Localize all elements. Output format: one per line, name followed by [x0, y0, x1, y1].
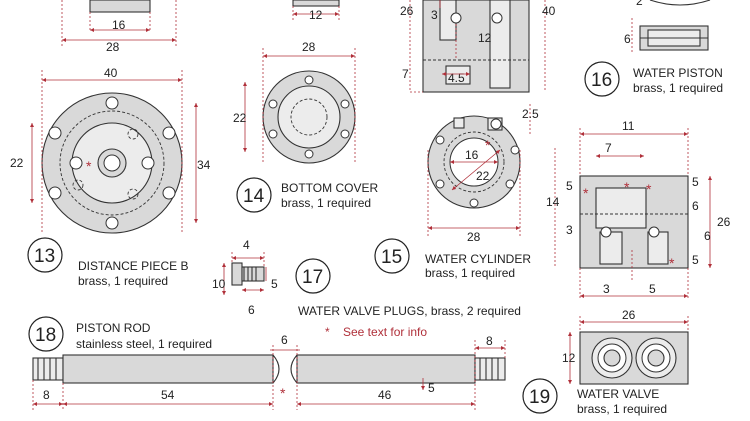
part-number-18	[28, 316, 64, 352]
dim-6a-19: 6	[692, 199, 699, 213]
dim-46-18: 46	[378, 388, 392, 402]
part-number-14-label: 14	[243, 186, 265, 207]
part-13-name: DISTANCE PIECE B	[78, 259, 188, 273]
part-number-15	[374, 238, 410, 274]
top-left-part: 16 28	[61, 0, 177, 54]
dim-4-5: 4.5	[448, 71, 465, 85]
part-18-spec: stainless steel, 1 required	[76, 337, 212, 351]
part-15-water-cylinder: 2.5 16 22 28 * 15 WATER CYLINDER brass, …	[374, 104, 539, 280]
dim-28-15: 28	[467, 230, 481, 244]
part-number-16-label: 16	[591, 70, 612, 91]
star-note-19d: *	[624, 179, 630, 195]
dim-22-14: 22	[233, 111, 247, 125]
dim-7-19: 7	[605, 141, 612, 155]
dim-40-13: 40	[104, 66, 118, 80]
dim-28: 28	[106, 40, 120, 54]
star-note: * See text for info	[325, 325, 427, 339]
star-note-19c: *	[669, 255, 675, 271]
part-18-piston-rod: 6 8 8 54 46 5 * 18 PISTON ROD stainless …	[28, 316, 506, 410]
part-18-name: PISTON ROD	[76, 321, 151, 335]
part-17-water-valve-plugs: 4 10 5 6 17 WATER VALVE PLUGS, brass, 2 …	[212, 238, 521, 318]
dim-12-19: 12	[562, 351, 576, 365]
star-note-15: *	[485, 137, 491, 153]
dim-8b-18: 8	[43, 388, 50, 402]
part-number-15-label: 15	[381, 247, 402, 268]
top-middle-part: 12	[292, 0, 340, 22]
note-star: *	[325, 325, 330, 339]
dim-8a-18: 8	[486, 334, 493, 348]
dim-22-13: 22	[10, 156, 24, 170]
dim-12: 12	[309, 8, 323, 22]
dim-40: 40	[542, 4, 556, 18]
dim-2: 2	[636, 0, 643, 8]
dim-5-18: 5	[428, 381, 435, 395]
part-15-name: WATER CYLINDER	[425, 252, 531, 266]
dim-10-17: 10	[212, 277, 226, 291]
part-number-16	[584, 61, 620, 97]
part-19-spec: brass, 1 required	[577, 402, 667, 416]
part-13-distance-piece-b: 40 22 34 * 13 DISTANCE PIECE B brass, 1 …	[10, 66, 211, 288]
part-number-13	[27, 237, 63, 273]
dim-4-17: 4	[243, 238, 250, 252]
dim-5c-19: 5	[692, 253, 699, 267]
part-14-name: BOTTOM COVER	[281, 181, 378, 195]
part-13-spec: brass, 1 required	[78, 274, 168, 288]
star-note-19a: *	[583, 185, 589, 201]
part-16-spec: brass, 1 required	[633, 81, 723, 95]
part-19-water-valve-top: 26 12 19 WATER VALVE brass, 1 required	[522, 308, 689, 416]
star-note-18: *	[280, 385, 286, 401]
part-number-19-label: 19	[529, 387, 550, 408]
dim-14-19: 14	[546, 195, 560, 209]
dim-34-13: 34	[197, 158, 211, 172]
dim-3a-19: 3	[566, 223, 573, 237]
note-text: See text for info	[343, 325, 427, 339]
dim-3b-19: 3	[603, 282, 610, 296]
part-number-17	[295, 258, 331, 294]
dim-6-17: 6	[248, 303, 255, 317]
part-number-19	[522, 378, 558, 414]
dim-5-17: 5	[271, 277, 278, 291]
part-number-14	[236, 177, 272, 213]
part-14-spec: brass, 1 required	[281, 196, 371, 210]
star-note-19b: *	[646, 181, 652, 197]
dim-5a-19: 5	[566, 179, 573, 193]
part-15-spec: brass, 1 required	[425, 266, 515, 280]
part-number-18-label: 18	[35, 325, 56, 346]
part-16-name: WATER PISTON	[633, 66, 723, 80]
part-19-water-valve-side: 11 7 5 14 3 5 6 26 6 5 3 5 * * * *	[546, 119, 731, 300]
star-note-13: *	[86, 158, 92, 174]
dim-6b-19: 6	[704, 229, 711, 243]
part-14-bottom-cover: 28 22 14 BOTTOM COVER brass, 1 required	[233, 40, 378, 213]
dim-12-cyl: 12	[478, 31, 492, 45]
dim-16: 16	[112, 18, 126, 32]
part-17-spec: WATER VALVE PLUGS, brass, 2 required	[298, 304, 521, 318]
part-number-13-label: 13	[34, 246, 55, 267]
dim-26-19: 26	[717, 215, 731, 229]
dim-26: 26	[400, 4, 414, 18]
dim-6-18: 6	[281, 333, 288, 347]
dim-28-14: 28	[302, 40, 316, 54]
dim-2-5: 2.5	[522, 107, 539, 121]
dim-7: 7	[402, 67, 409, 81]
dim-22-15: 22	[476, 169, 490, 183]
dim-16-15: 16	[465, 148, 479, 162]
dim-5b-19: 5	[692, 175, 699, 189]
dim-11-19: 11	[622, 119, 635, 133]
part-19-name: WATER VALVE	[577, 387, 659, 401]
top-piston-part: 6 2 16 WATER PISTON brass, 1 required	[584, 0, 723, 97]
dim-5d-19: 5	[649, 282, 656, 296]
dim-26b-19: 26	[622, 308, 636, 322]
dim-3: 3	[431, 8, 438, 22]
part-number-17-label: 17	[302, 267, 323, 288]
dim-54-18: 54	[161, 388, 175, 402]
dim-6: 6	[624, 32, 631, 46]
top-cylinder-section: 26 3 12 40 7 4.5	[400, 0, 556, 93]
